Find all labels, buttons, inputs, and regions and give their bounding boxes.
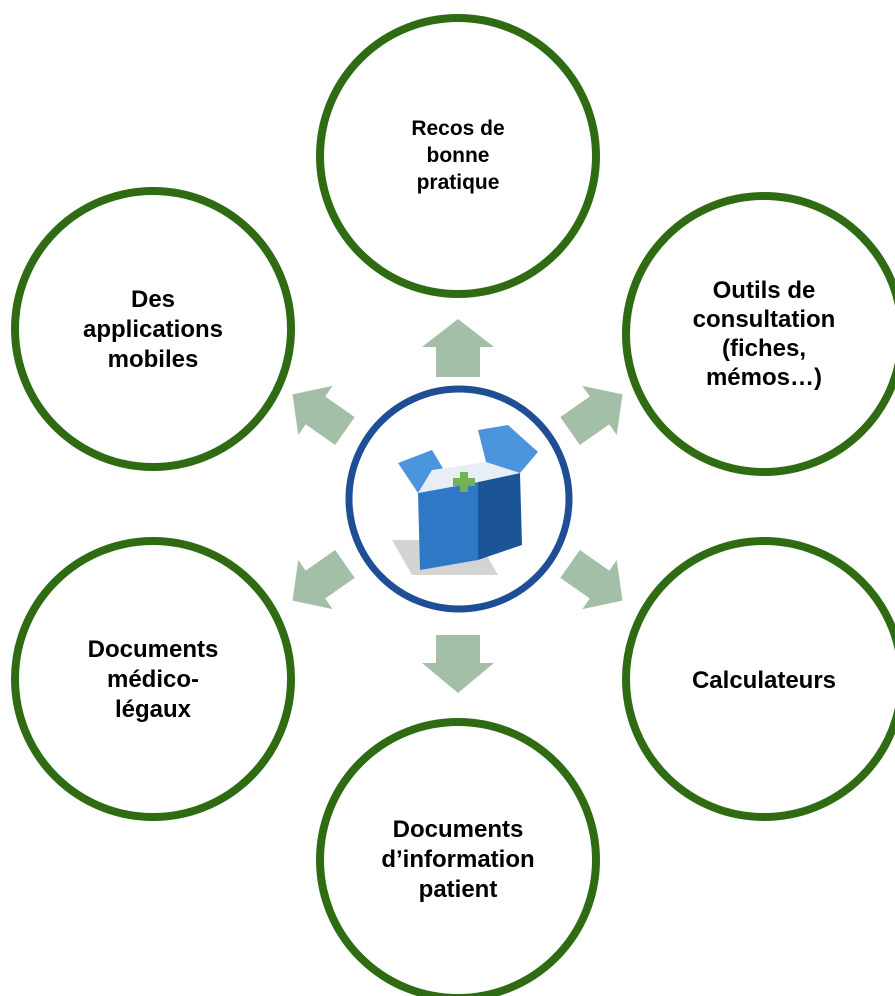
arrow-to-medico-legaux	[292, 550, 355, 610]
circles-group	[11, 14, 895, 996]
node-circle-medico-legaux	[11, 537, 295, 821]
node-label-medico-legaux: Documents médico- légaux	[87, 636, 219, 723]
center-hub	[345, 385, 573, 613]
arrow-to-calculateurs	[560, 550, 623, 610]
arrow-down-to-info-patient	[422, 635, 494, 693]
node-label-recos: Recos de bonne pratique	[411, 116, 505, 194]
node-label-applications: Des applications mobiles	[82, 286, 224, 373]
arrow-up-to-recos	[422, 319, 494, 377]
node-label-outils: Outils de consultation (fiches, mémos…)	[692, 277, 836, 391]
arrow-to-outils	[560, 385, 623, 445]
node-circle-outils	[622, 192, 895, 476]
node-circle-recos	[316, 14, 600, 298]
arrows-group	[292, 319, 623, 693]
node-circle-calculateurs	[622, 537, 895, 821]
medical-box-icon	[392, 425, 538, 575]
node-circle-applications	[11, 187, 295, 471]
node-circle-info-patient	[316, 718, 600, 996]
node-label-info-patient: Documents d’information patient	[381, 816, 535, 903]
arrow-to-applications	[292, 385, 355, 445]
node-label-calculateurs: Calculateurs	[691, 666, 837, 694]
